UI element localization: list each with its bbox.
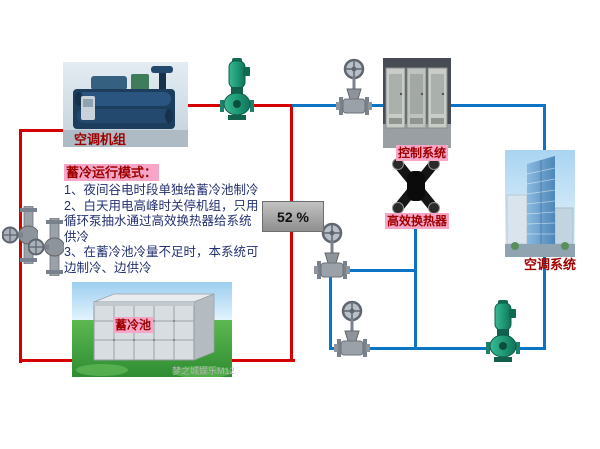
- operation-mode-notes: 蓄冷运行模式： 1、夜间谷电时段单独给蓄冷池制冷 2、白天用电高峰时关停机组，只…: [64, 164, 270, 276]
- pipe-blue-bottom: [329, 347, 546, 350]
- notes-line: 2、白天用电高峰时关停机组，只用: [64, 198, 259, 213]
- storage-tank-label: 蓄冷池: [113, 317, 154, 333]
- chiller-unit-image: [63, 62, 188, 147]
- gate-valve-bottom: [334, 300, 370, 364]
- notes-line: 循环泵抽水通过高效换热器给系统: [64, 214, 252, 228]
- notes-line: 边制冷、边供冷: [64, 260, 152, 275]
- gate-valve-middle: [314, 222, 350, 286]
- pipe-red-right-vertical: [290, 104, 293, 362]
- heat-exchanger-image: [388, 156, 444, 216]
- circulation-pump-bottom: [486, 300, 520, 366]
- circulation-pump-top: [220, 58, 254, 124]
- gate-valve-top: [336, 58, 372, 122]
- pipe-red-left-vertical: [19, 129, 22, 363]
- hvac-system-label: 空调系统: [524, 257, 577, 272]
- efficiency-badge: 52 %: [262, 201, 324, 232]
- hvac-building-image: [505, 150, 575, 257]
- notes-line: 3、在蓄冷池冷量不足时，本系统可: [64, 245, 259, 259]
- pipe-blue-mid-vertical: [329, 269, 332, 349]
- pipe-red-left-horizontal: [19, 129, 75, 132]
- notes-line: 1、夜间谷电时段单独给蓄冷池制冷: [64, 183, 259, 197]
- pipe-blue-mid-horizontal: [329, 269, 417, 272]
- control-system-label: 控制系统: [396, 145, 449, 161]
- notes-line: 供冷: [64, 229, 90, 244]
- gate-valve-left-2: [27, 217, 65, 277]
- control-system-image: [383, 58, 451, 148]
- heat-exchanger-label: 高效换热器: [385, 213, 450, 229]
- notes-title: 蓄冷运行模式：: [64, 164, 160, 181]
- chiller-label: 空调机组: [74, 132, 127, 147]
- watermark: 梦之城娱乐M12: [172, 366, 235, 376]
